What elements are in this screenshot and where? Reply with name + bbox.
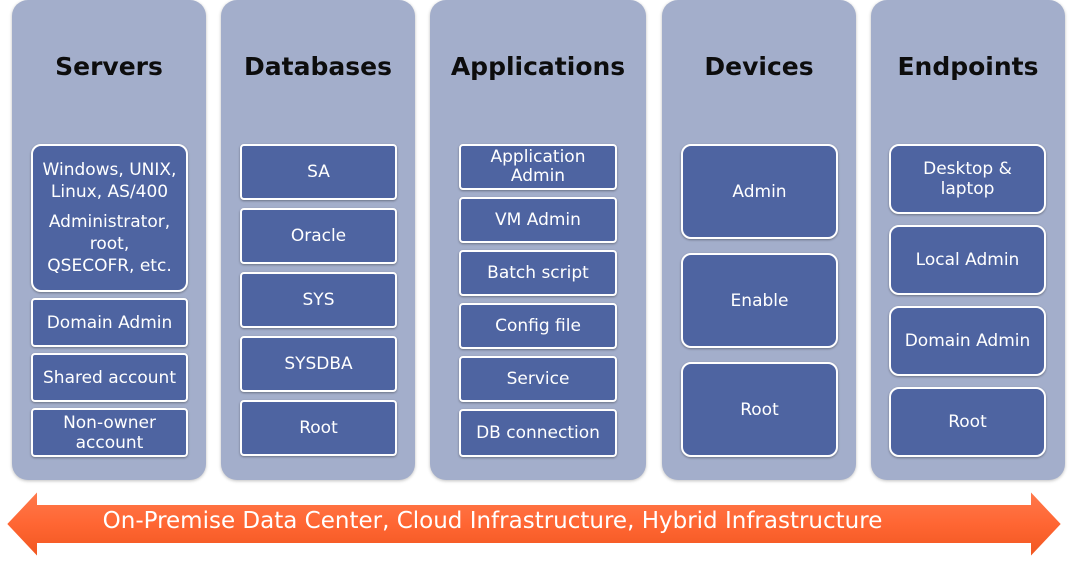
devices-root-label: Root bbox=[740, 399, 779, 420]
databases-oracle-label: Oracle bbox=[290, 226, 347, 246]
devices-enable-box: Enable bbox=[681, 253, 838, 348]
applications-db-connection-label: DB connection bbox=[476, 423, 600, 443]
column-title-endpoints: Endpoints bbox=[897, 52, 1039, 81]
devices-admin-label: Admin bbox=[732, 181, 787, 202]
double-arrow-icon bbox=[4, 487, 1064, 561]
infrastructure-arrow: On-Premise Data Center, Cloud Infrastruc… bbox=[0, 486, 1069, 562]
databases-sys-box: SYS bbox=[240, 272, 397, 328]
applications-batch-script-label: Batch script bbox=[487, 263, 589, 283]
servers-os-line-1: Windows, UNIX, bbox=[42, 160, 177, 180]
databases-sa-box: SA bbox=[240, 144, 397, 200]
arrow-shape bbox=[4, 487, 1064, 561]
servers-os-box: Windows, UNIX, Linux, AS/400 Administrat… bbox=[31, 144, 188, 292]
column-devices: Devices Admin Enable Root bbox=[662, 0, 856, 480]
column-endpoints: Endpoints Desktop & laptop Local Admin D… bbox=[871, 0, 1065, 480]
endpoints-local-admin-label: Local Admin bbox=[915, 250, 1020, 270]
servers-domain-admin-label: Domain Admin bbox=[46, 312, 173, 333]
databases-sysdba-label: SYSDBA bbox=[284, 354, 353, 374]
applications-db-connection-box: DB connection bbox=[459, 409, 617, 457]
devices-root-box: Root bbox=[681, 362, 838, 457]
applications-config-file-box: Config file bbox=[459, 303, 617, 349]
servers-shared-account-label: Shared account bbox=[43, 367, 176, 388]
databases-root-box: Root bbox=[240, 400, 397, 456]
column-title-databases: Databases bbox=[244, 52, 392, 81]
arrow-label: On-Premise Data Center, Cloud Infrastruc… bbox=[102, 508, 883, 534]
databases-root-label: Root bbox=[299, 418, 338, 438]
column-title-servers: Servers bbox=[55, 52, 163, 81]
devices-admin-box: Admin bbox=[681, 144, 838, 239]
databases-sysdba-box: SYSDBA bbox=[240, 336, 397, 392]
devices-enable-label: Enable bbox=[730, 290, 789, 311]
applications-config-file-label: Config file bbox=[495, 316, 581, 336]
servers-domain-admin-box: Domain Admin bbox=[31, 298, 188, 347]
applications-service-box: Service bbox=[459, 356, 617, 402]
column-title-devices: Devices bbox=[704, 52, 814, 81]
endpoints-domain-admin-label: Domain Admin bbox=[904, 331, 1031, 351]
applications-app-admin-box: Application Admin bbox=[459, 144, 617, 190]
endpoints-desktop-box: Desktop & laptop bbox=[889, 144, 1046, 214]
applications-vm-admin-label: VM Admin bbox=[495, 210, 581, 230]
databases-sa-label: SA bbox=[307, 162, 330, 182]
servers-accounts-line-2: root, bbox=[89, 234, 130, 254]
column-servers: Servers Windows, UNIX, Linux, AS/400 Adm… bbox=[12, 0, 206, 480]
applications-vm-admin-box: VM Admin bbox=[459, 197, 617, 243]
endpoints-root-label: Root bbox=[948, 412, 987, 432]
servers-accounts-line-3: QSECOFR, etc. bbox=[47, 256, 172, 276]
servers-non-owner-label: Non-owner account bbox=[63, 412, 156, 453]
endpoints-domain-admin-box: Domain Admin bbox=[889, 306, 1046, 376]
applications-app-admin-label: Application Admin bbox=[490, 147, 586, 186]
databases-oracle-box: Oracle bbox=[240, 208, 397, 264]
servers-non-owner-box: Non-owner account bbox=[31, 408, 188, 457]
column-databases: Databases SA Oracle SYS SYSDBA Root bbox=[221, 0, 415, 480]
column-applications: Applications Application Admin VM Admin … bbox=[430, 0, 646, 480]
applications-batch-script-box: Batch script bbox=[459, 250, 617, 296]
databases-sys-label: SYS bbox=[302, 290, 335, 310]
column-title-applications: Applications bbox=[450, 52, 626, 81]
endpoints-root-box: Root bbox=[889, 387, 1046, 457]
servers-os-line-2: Linux, AS/400 bbox=[50, 182, 169, 202]
endpoints-desktop-label: Desktop & laptop bbox=[923, 159, 1012, 199]
endpoints-local-admin-box: Local Admin bbox=[889, 225, 1046, 295]
servers-accounts-line-1: Administrator, bbox=[48, 212, 171, 232]
applications-service-label: Service bbox=[506, 369, 570, 389]
servers-shared-account-box: Shared account bbox=[31, 353, 188, 402]
